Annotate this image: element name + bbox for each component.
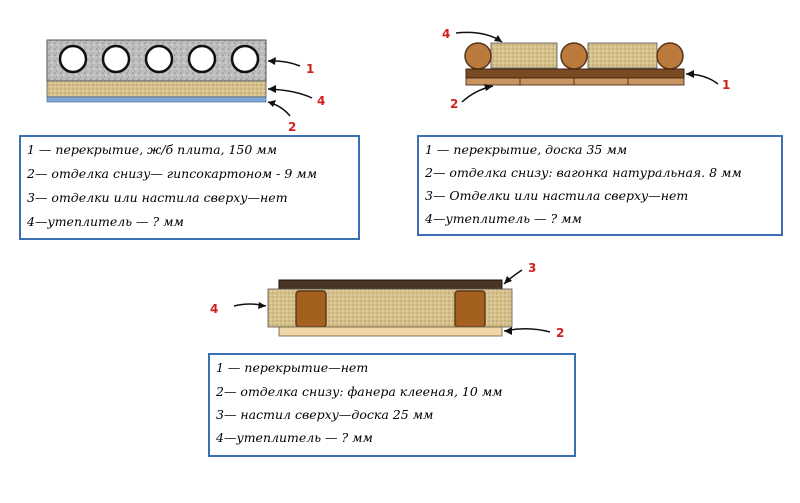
lining-board-layer (465, 77, 685, 86)
legend-line: 4—утеплитель — ? мм (425, 211, 582, 226)
callout-label: 4 (210, 302, 218, 316)
arrow-head (268, 100, 276, 107)
callout-label: 2 (556, 326, 564, 340)
legend-line: 1 — перекрытие—нет (216, 360, 369, 375)
hollow-core (58, 44, 88, 74)
legend-line: 1 — перекрытие, ж/б плита, 150 мм (27, 142, 278, 157)
arrow-head (268, 57, 276, 65)
legend-line: 3— отделки или настила сверху—нет (27, 190, 288, 205)
callout-label: 2 (450, 97, 458, 111)
decking-board-layer (278, 279, 503, 290)
legend-line: 2— отделка снизу: фанера клееная, 10 мм (216, 384, 503, 399)
hollow-core (187, 44, 217, 74)
arrow-head (504, 327, 512, 335)
hollow-core (230, 44, 260, 74)
legend-line: 2— отделка снизу— гипсокартоном - 9 мм (27, 166, 317, 181)
plank-floor-layer (465, 68, 685, 79)
gypsum-board-layer (46, 96, 267, 103)
slab-hollow-cores (58, 44, 260, 74)
arrow-head (484, 84, 493, 91)
arrow-head (494, 35, 502, 42)
slab-diagram: 1 4 2 (46, 39, 325, 134)
legend-line: 4—утеплитель — ? мм (216, 430, 373, 445)
callout-label: 3 (528, 261, 536, 275)
arrow-head (686, 70, 694, 78)
legend-frame: 1 — перекрытие—нет 2— отделка снизу: фан… (208, 353, 576, 457)
frame-diagram: 3 4 2 (210, 261, 564, 340)
insulation-layer (46, 80, 267, 98)
callout-label: 2 (288, 120, 296, 134)
callout-label: 1 (722, 78, 730, 92)
legend-slab: 1 — перекрытие, ж/б плита, 150 мм 2— отд… (19, 135, 360, 240)
log-joists (464, 42, 684, 70)
planks-diagram: 4 1 2 (442, 27, 730, 111)
legend-line: 3— Отделки или настила сверху—нет (425, 188, 689, 203)
hollow-core (144, 44, 174, 74)
legend-line: 3— настил сверху—доска 25 мм (216, 407, 434, 422)
callout-label: 4 (442, 27, 450, 41)
plywood-layer (278, 326, 503, 337)
timber-joists (295, 290, 486, 328)
arrow-head (268, 85, 276, 93)
legend-planks: 1 — перекрытие, доска 35 мм 2— отделка с… (417, 135, 783, 236)
arrow-head (504, 276, 512, 284)
hollow-core (101, 44, 131, 74)
callout-label: 4 (317, 94, 325, 108)
legend-line: 4—утеплитель — ? мм (27, 214, 184, 229)
legend-line: 2— отделка снизу: вагонка натуральная. 8… (425, 165, 742, 180)
callout-label: 1 (306, 62, 314, 76)
legend-line: 1 — перекрытие, доска 35 мм (425, 142, 628, 157)
arrow-head (258, 302, 266, 309)
